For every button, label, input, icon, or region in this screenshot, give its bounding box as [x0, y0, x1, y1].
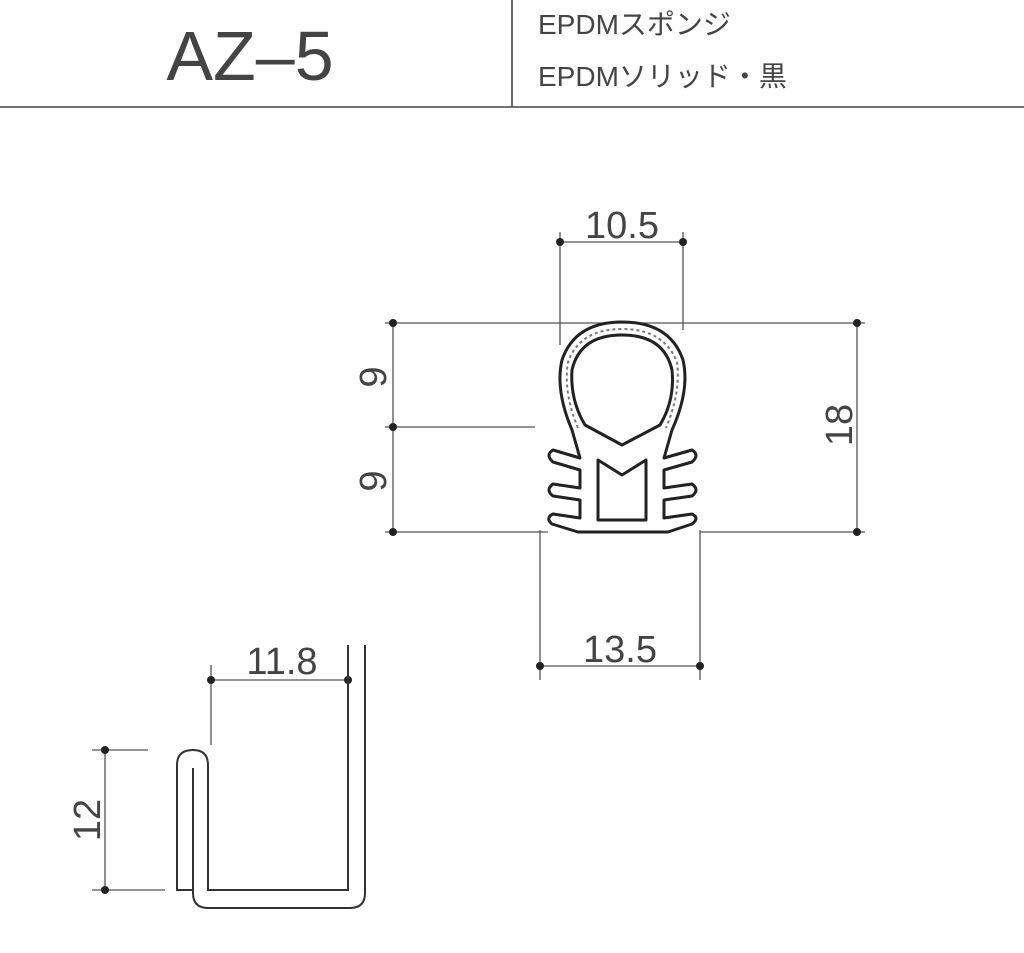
dim-total-height: 18	[819, 404, 861, 446]
dim-upper-height: 9	[353, 366, 395, 387]
material-line-2: EPDMソリッド・黒	[538, 61, 787, 92]
material-line-1: EPDMスポンジ	[538, 9, 731, 40]
dim-lower-height: 9	[353, 470, 395, 491]
mount-channel	[176, 645, 366, 909]
mount-dimensions	[92, 665, 352, 894]
dim-top-width: 10.5	[585, 205, 659, 247]
dim-mount-width: 11.8	[246, 641, 317, 683]
dim-mount-height: 12	[67, 799, 109, 841]
profile-dimensions	[385, 232, 865, 680]
model-title: AZ–5	[166, 17, 333, 95]
dim-base-width: 13.5	[583, 629, 657, 671]
seal-profile	[547, 320, 698, 534]
